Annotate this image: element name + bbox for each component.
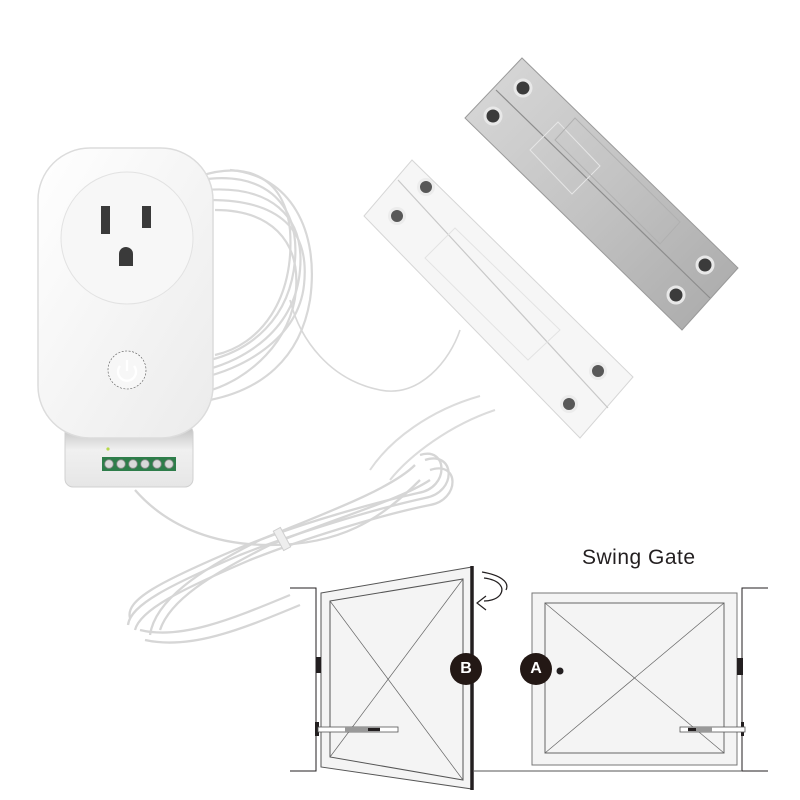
outlet-slot-left [101,206,110,234]
silver-door-sensor [464,57,739,331]
power-icon [116,365,138,382]
door-a-badge: A [520,653,552,685]
white-door-sensor [363,159,634,439]
smart-plug [37,147,214,488]
plug-wire-coil [199,168,461,402]
cable-tie [272,526,292,552]
wire-bundle [126,452,454,644]
door-b-badge: B [450,653,482,685]
outlet-ground-hole [119,247,133,266]
status-led [106,447,110,451]
outlet-slot-right [142,206,151,228]
diagram-title: Swing Gate [582,546,696,569]
